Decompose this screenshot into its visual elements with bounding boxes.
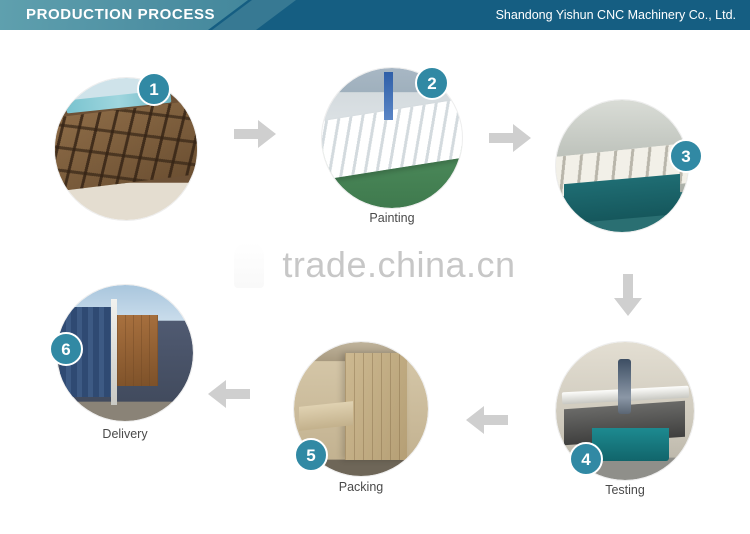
step-2-number-badge: 2 [415,66,449,100]
arrow-left-icon-2 [206,378,252,410]
page-header: PRODUCTION PROCESS Shandong Yishun CNC M… [0,0,750,30]
step-3-photo-circle [556,100,688,232]
page-title: PRODUCTION PROCESS [26,6,216,23]
step-6-photo-circle [57,285,193,421]
step-3-photo [556,100,688,232]
process-step-6: 6 Delivery [49,285,193,441]
step-5-number-badge: 5 [294,438,328,472]
arrow-left-icon-1 [464,404,510,436]
step-6-number-badge: 6 [49,332,83,366]
process-step-4: 4 Testing [556,342,694,497]
step-6-label: Delivery [102,427,148,441]
process-step-2: 2 Painting [322,66,462,225]
arrow-right-icon-1 [232,118,278,150]
header-left-band [0,0,248,30]
process-step-5: 5 Packing [294,342,428,494]
arrow-down-icon [612,272,644,318]
watermark-text: trade.china.cn [282,244,516,285]
company-name: Shandong Yishun CNC Machinery Co., Ltd. [495,8,736,22]
step-2-label: Painting [369,211,415,225]
step-4-number-badge: 4 [569,442,603,476]
step-4-label: Testing [605,483,645,497]
step-6-door-detail [111,298,117,405]
step-3-number-badge: 3 [669,139,703,173]
step-1-number-badge: 1 [137,72,171,106]
step-5-label: Packing [338,480,384,494]
arrow-right-icon-2 [487,122,533,154]
step-1-photo [55,78,197,220]
step-6-photo [57,285,193,421]
step-1-photo-circle [55,78,197,220]
step-5-photo [294,342,428,476]
process-step-1: 1 [55,72,197,220]
process-step-3: 3 [556,100,703,232]
step-5-photo-circle [294,342,428,476]
step-4-spindle-detail [618,358,631,414]
cup-logo-icon [234,242,265,288]
